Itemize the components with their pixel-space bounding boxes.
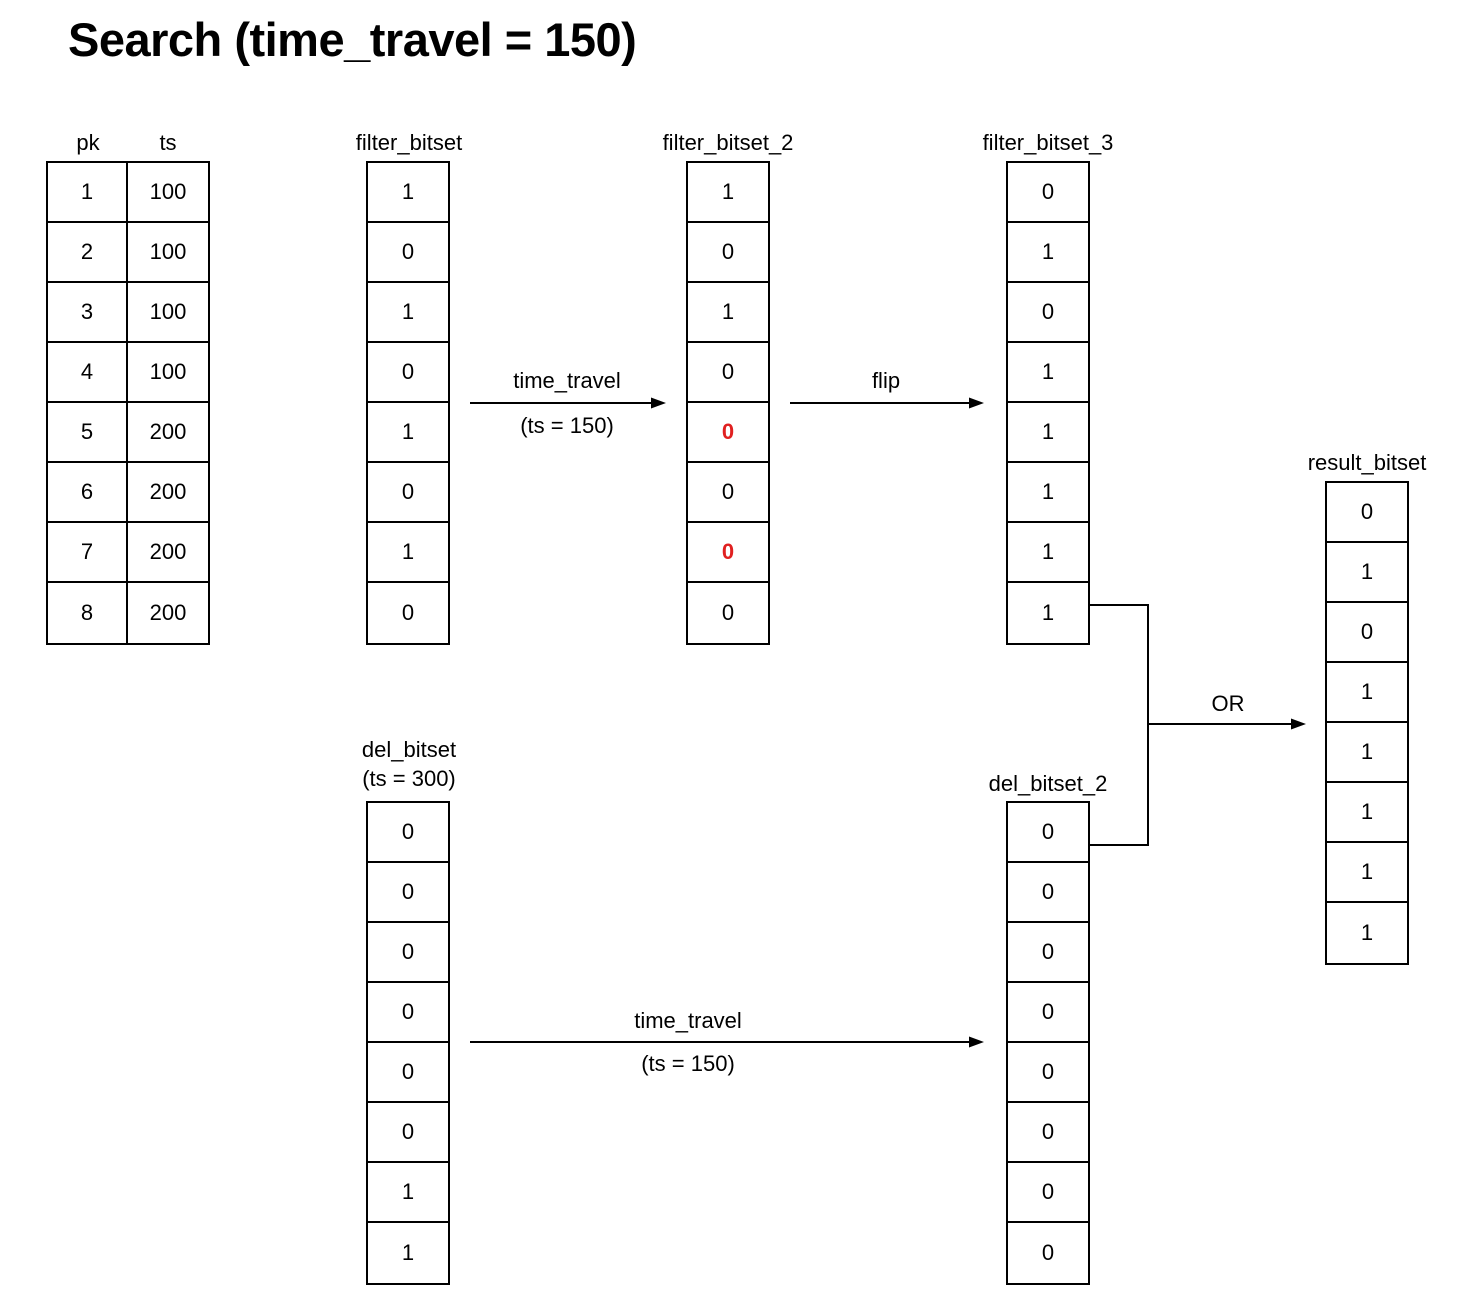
table-row: 7 200 [48,523,208,583]
page-title: Search (time_travel = 150) [68,13,637,66]
table-cell-ts: 200 [149,600,187,625]
table-cell-ts: 100 [149,359,187,384]
bitset-cell: 0 [1008,1043,1088,1103]
bitset-cell-highlighted: 0 [688,403,768,463]
table-cell-pk: 7 [48,523,128,581]
filter-bitset-label: filter_bitset [355,130,463,155]
bitset-cell: 1 [1008,223,1088,283]
bitset-cell: 0 [368,223,448,283]
time-travel-top-arrow-label: time_travel [513,368,621,393]
bitset-cell: 1 [368,403,448,463]
bitset-cell: 1 [1008,343,1088,403]
bitset-cell: 0 [721,600,735,625]
table-row: 3 100 [48,283,208,343]
table-row: 8 200 [48,583,208,643]
bitset-cell: 0 [368,923,448,983]
del-bitset-label-line2: (ts = 300) [362,766,456,791]
bitset-cell: 1 [688,283,768,343]
table-cell-pk: 5 [48,403,128,461]
table-cell-ts: 100 [149,299,187,324]
bitset-cell: 0 [1008,283,1088,343]
bitset-cell: 1 [1008,403,1088,463]
bitset-cell: 1 [368,163,448,223]
table-cell-pk: 6 [48,463,128,521]
bitset-cell: 0 [368,343,448,403]
bitset-cell: 0 [401,600,415,625]
table-row: 1 100 [48,163,208,223]
bitset-cell: 0 [1327,483,1407,543]
flip-arrow-label: flip [871,368,901,393]
merge-bracket-connector [1090,604,1149,846]
del-bitset-label-line1: del_bitset [361,737,457,762]
bitset-cell: 0 [688,463,768,523]
time-travel-bottom-arrow-sublabel: (ts = 150) [641,1051,735,1076]
or-arrow-label: OR [1211,691,1245,716]
bitset-cell: 1 [368,283,448,343]
table-cell-pk: 1 [48,163,128,221]
filter-bitset-3-label: filter_bitset_3 [982,130,1114,155]
table-header-pk: pk [76,130,100,155]
bitset-cell: 1 [1327,843,1407,903]
bitset-cell: 1 [1008,523,1088,583]
bitset-cell: 1 [1008,463,1088,523]
table-row: 2 100 [48,223,208,283]
bitset-cell: 0 [688,223,768,283]
bitset-cell: 0 [1008,863,1088,923]
bitset-cell: 0 [368,463,448,523]
bitset-cell: 0 [368,1103,448,1163]
bitset-cell: 0 [1008,923,1088,983]
table-row: 4 100 [48,343,208,403]
table-cell-pk: 3 [48,283,128,341]
bitset-cell: 1 [1327,663,1407,723]
table-cell-pk: 2 [48,223,128,281]
bitset-cell: 0 [1008,163,1088,223]
bitset-cell: 1 [1327,543,1407,603]
del-bitset-label: del_bitset (ts = 300) [362,735,456,793]
table-row: 6 200 [48,463,208,523]
table-header-ts: ts [159,130,177,155]
bitset-cell: 1 [1327,783,1407,843]
bitset-cell: 1 [368,1163,448,1223]
bitset-cell: 0 [368,983,448,1043]
bitset-cell: 1 [1327,723,1407,783]
time-travel-bottom-arrow-label: time_travel [634,1008,742,1033]
table-cell-ts: 200 [149,419,187,444]
bitset-cell: 0 [368,1043,448,1103]
bitset-cell: 0 [1008,983,1088,1043]
table-cell-ts: 200 [149,539,187,564]
table-cell-ts: 200 [149,479,187,504]
bitset-cell: 0 [1008,803,1088,863]
table-cell-ts: 100 [149,239,187,264]
bitset-cell: 1 [401,1240,415,1265]
result-bitset-label: result_bitset [1307,450,1427,475]
time-travel-top-arrow-sublabel: (ts = 150) [520,413,614,438]
bitset-cell-highlighted: 0 [688,523,768,583]
table-cell-pk: 4 [48,343,128,401]
del-bitset-2-label: del_bitset_2 [988,771,1108,796]
bitset-cell: 1 [368,523,448,583]
bitset-cell: 0 [368,863,448,923]
table-cell-ts: 100 [149,179,187,204]
bitset-cell: 0 [1327,603,1407,663]
bitset-cell: 1 [688,163,768,223]
bitset-cell: 1 [1041,600,1055,625]
pk-ts-table: 1 100 2 100 3 100 4 100 5 200 6 200 7 200 8 200 [46,161,210,645]
table-row: 5 200 [48,403,208,463]
bitset-cell: 0 [1041,1240,1055,1265]
bitset-cell: 0 [1008,1163,1088,1223]
bitset-cell: 0 [1008,1103,1088,1163]
bitset-cell: 0 [688,343,768,403]
table-cell-pk: 8 [48,583,128,643]
bitset-cell: 1 [1360,920,1374,945]
bitset-cell: 0 [368,803,448,863]
filter-bitset-2-label: filter_bitset_2 [662,130,794,155]
